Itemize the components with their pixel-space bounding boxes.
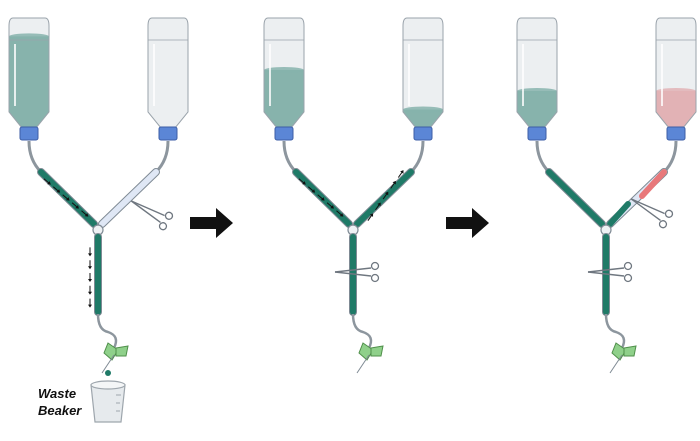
right-bottle bbox=[655, 17, 697, 141]
left-bottle bbox=[516, 17, 558, 141]
right-bottle-cap bbox=[666, 126, 686, 141]
left-arm-tube bbox=[293, 169, 352, 227]
left-arm-tube bbox=[546, 169, 605, 227]
right-arm-clamp bbox=[130, 200, 174, 231]
butterfly-needle bbox=[356, 342, 384, 374]
right-bottle bbox=[402, 17, 444, 141]
left-arm-tube bbox=[38, 169, 97, 227]
waste-label-line1: Waste bbox=[38, 386, 77, 401]
waste-beaker-label: Waste Beaker bbox=[38, 385, 81, 419]
right-arm-tube bbox=[99, 169, 159, 227]
butterfly-needle bbox=[101, 342, 129, 374]
transition-arrow-2 bbox=[446, 208, 489, 238]
right-arm-clamp bbox=[630, 198, 674, 229]
panel-stage-2 bbox=[263, 17, 444, 374]
waste-beaker bbox=[90, 380, 126, 423]
left-bottle bbox=[263, 17, 305, 141]
panel-stage-3 bbox=[516, 17, 697, 374]
waste-label-line2: Beaker bbox=[38, 403, 82, 418]
left-bottle-cap bbox=[274, 126, 294, 141]
stem-clamp bbox=[587, 261, 633, 283]
stem-clamp bbox=[334, 261, 380, 283]
right-bottle bbox=[147, 17, 189, 141]
left-bottle bbox=[8, 17, 50, 141]
flow-arrows-left-arm bbox=[298, 178, 344, 217]
flow-arrows-right-arm bbox=[367, 170, 404, 221]
right-bottle-cap bbox=[413, 126, 433, 141]
butterfly-needle bbox=[609, 342, 637, 374]
waste-drop bbox=[105, 370, 111, 376]
right-bottle-cap bbox=[158, 126, 178, 141]
left-bottle-cap bbox=[19, 126, 39, 141]
transition-arrow-1 bbox=[190, 208, 233, 238]
flow-arrows-stem bbox=[88, 247, 92, 308]
left-bottle-cap bbox=[527, 126, 547, 141]
flow-arrows-left-arm bbox=[43, 178, 89, 217]
panel-stage-1 bbox=[8, 17, 189, 374]
